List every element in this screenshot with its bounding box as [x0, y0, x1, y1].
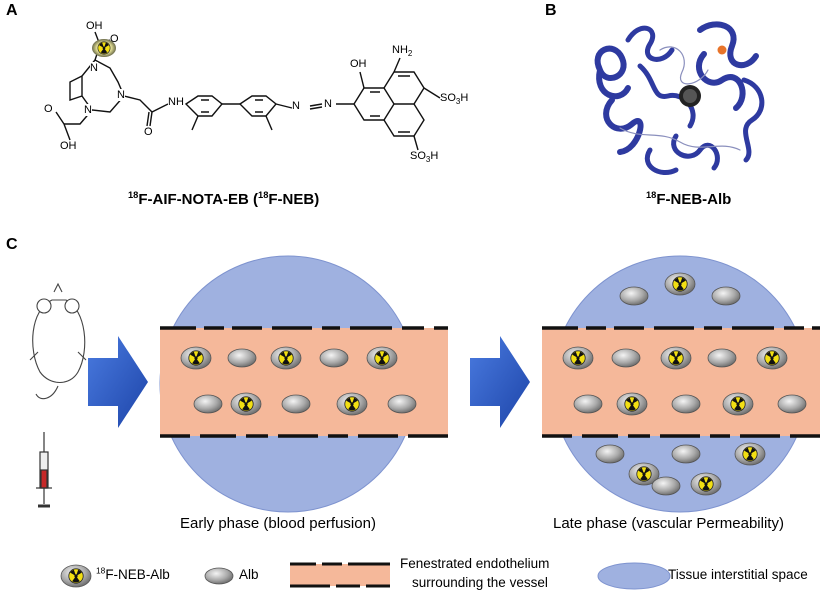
caption-neb: 18F-AIF-NOTA-EB (18F-NEB): [128, 190, 320, 208]
legend-interstitial-icon: [597, 562, 671, 590]
alb-particle: [671, 394, 701, 414]
alb-particle: [319, 348, 349, 368]
alb-particle: [595, 444, 625, 464]
arrow-icon: [470, 336, 530, 428]
vessel: [160, 328, 448, 436]
atom-oh-top: OH: [86, 20, 103, 32]
legend-neb-alb-icon: [60, 564, 92, 588]
neb-alb-particle: [722, 392, 754, 416]
alb-particle: [387, 394, 417, 414]
nota-eb-structure: [55, 31, 441, 151]
atom-azo-1: N: [292, 100, 300, 112]
atom-n-amide: NH: [168, 96, 184, 108]
arrow-icon: [88, 336, 148, 428]
legend-interstitial-label: Tissue interstitial space: [668, 567, 808, 582]
legend-vessel-icon: [290, 564, 390, 586]
neb-alb-particle: [180, 346, 212, 370]
neb-alb-particle: [756, 346, 788, 370]
early-phase-diagram: [159, 255, 448, 513]
atom-oh-naphthol: OH: [350, 58, 367, 70]
panel-label-a: A: [6, 2, 18, 19]
neb-alb-particle: [270, 346, 302, 370]
panel-label-b: B: [545, 2, 557, 19]
alb-particle: [281, 394, 311, 414]
alb-particle: [193, 394, 223, 414]
legend-neb-alb-label: 18F-NEB-Alb: [96, 565, 170, 582]
legend-alb-icon: [204, 567, 234, 585]
panel-label-c: C: [6, 236, 18, 253]
neb-alb-particle: [562, 346, 594, 370]
alb-particle: [619, 286, 649, 306]
alb-particle: [777, 394, 807, 414]
legend-endothelium-line2: surrounding the vessel: [412, 575, 548, 590]
atom-azo-2: N: [324, 98, 332, 110]
atom-o-top: O: [110, 33, 119, 45]
alb-particle: [573, 394, 603, 414]
legend: [60, 562, 671, 590]
legend-alb-label: Alb: [239, 567, 259, 582]
neb-alb-particle: [616, 392, 648, 416]
alb-particle: [707, 348, 737, 368]
neb-alb-particle: [628, 462, 660, 486]
atom-so3h-right: SO3H: [440, 92, 469, 107]
legend-endothelium-line1: Fenestrated endothelium: [400, 556, 550, 571]
neb-alb-particle: [366, 346, 398, 370]
alb-particle: [651, 476, 681, 496]
atom-oh-left: OH: [60, 140, 77, 152]
neb-alb-particle: [336, 392, 368, 416]
neb-alb-particle: [230, 392, 262, 416]
atom-n1: N: [90, 62, 98, 74]
caption-neb-alb: 18F-NEB-Alb: [646, 190, 732, 208]
caption-early-phase: Early phase (blood perfusion): [180, 515, 376, 532]
neb-alb-particle: [690, 472, 722, 496]
atom-n2: N: [84, 104, 92, 116]
atom-so3h-bottom: SO3H: [410, 150, 439, 165]
albumin-protein-structure: [594, 21, 765, 175]
legend-neb-alb-particle: [60, 564, 92, 588]
neb-alb-particle: [664, 272, 696, 296]
alb-particle: [611, 348, 641, 368]
atom-n3: N: [117, 89, 125, 101]
syringe-icon: [36, 432, 52, 508]
neb-alb-particle: [660, 346, 692, 370]
mouse-icon: [29, 282, 87, 400]
atom-nh2: NH2: [392, 44, 413, 59]
vessel: [542, 328, 820, 436]
radiation-icon: [92, 39, 116, 57]
neb-alb-particle: [734, 442, 766, 466]
alb-particle: [227, 348, 257, 368]
atom-o-amide: O: [144, 126, 153, 138]
caption-late-phase: Late phase (vascular Permeability): [553, 515, 784, 532]
particles-layer: [180, 272, 807, 496]
alb-particle: [711, 286, 741, 306]
atom-o-left: O: [44, 103, 53, 115]
bound-tracer-icon: [679, 45, 727, 107]
alb-particle: [671, 444, 701, 464]
